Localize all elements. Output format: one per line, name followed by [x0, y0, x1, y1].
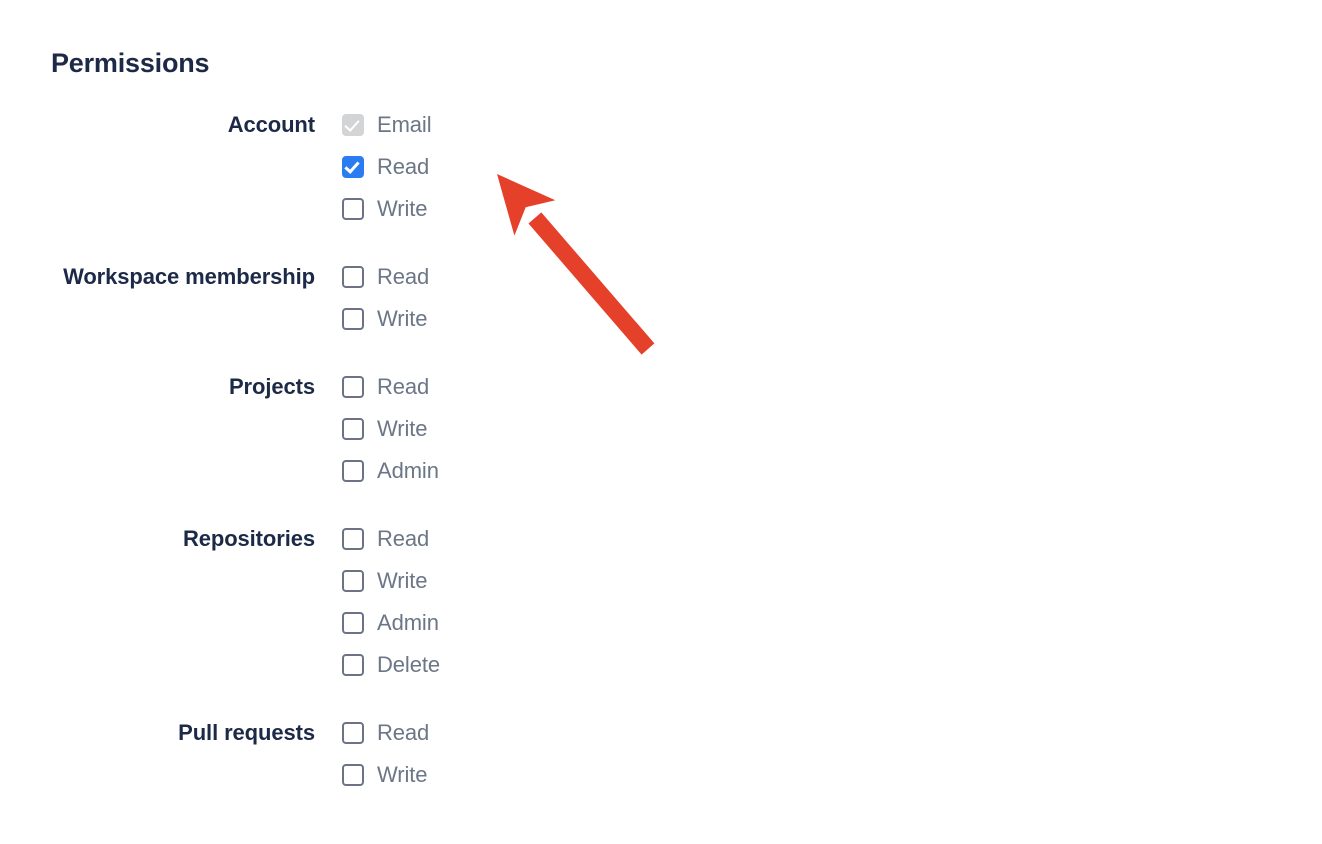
checkbox-row-repositories-read[interactable]: Read	[342, 518, 660, 560]
group-label-runners: Runners	[604, 612, 1322, 654]
checkbox-label-repositories-delete: Delete	[377, 652, 440, 677]
checkbox-label-repositories-write: Write	[377, 568, 428, 593]
checkbox-label-repositories-admin: Admin	[377, 610, 439, 635]
checkbox-account-email-icon	[342, 114, 364, 136]
permissions-column-right: IssuesReadWriteWikisRead and writeSnippe…	[604, 104, 1264, 722]
page-title: Permissions	[51, 48, 210, 78]
group-label-projects: Projects	[228, 374, 315, 399]
checkbox-repositories-write-icon[interactable]	[342, 570, 364, 592]
group-label-snippets: Snippets	[604, 282, 1322, 324]
group-label-pull-requests: Pull requests	[178, 720, 315, 745]
checkbox-label-pull-requests-write: Write	[377, 762, 428, 787]
checkmark-icon	[344, 116, 360, 132]
group-label-wikis: Wikis	[604, 214, 1322, 256]
checkbox-row-projects-write[interactable]: Write	[342, 408, 660, 450]
checkbox-row-projects-read[interactable]: Read	[342, 366, 660, 408]
group-label-repositories: Repositories	[182, 526, 315, 551]
checkbox-row-pull-requests-read[interactable]: Read	[342, 712, 660, 754]
checkbox-workspace-membership-read-icon[interactable]	[342, 266, 364, 288]
checkbox-workspace-membership-write-icon[interactable]	[342, 308, 364, 330]
checkbox-projects-write-icon[interactable]	[342, 418, 364, 440]
permission-group-webhooks: WebhooksRead and write	[604, 392, 1264, 434]
checkbox-label-projects-write: Write	[377, 416, 428, 441]
checkbox-row-workspace-membership-write[interactable]: Write	[342, 298, 660, 340]
checkbox-row-repositories-write[interactable]: Write	[342, 560, 660, 602]
checkbox-label-workspace-membership-read: Read	[377, 264, 430, 289]
checkbox-label-repositories-read: Read	[377, 526, 430, 551]
checkbox-repositories-admin-icon[interactable]	[342, 612, 364, 634]
checkbox-repositories-delete-icon[interactable]	[342, 654, 364, 676]
permission-group-snippets: SnippetsReadWrite	[604, 282, 1264, 366]
group-label-webhooks: Webhooks	[604, 392, 1322, 434]
checkbox-row-account-read[interactable]: Read	[342, 146, 660, 188]
checkbox-row-repositories-delete[interactable]: Delete	[342, 644, 660, 686]
checkbox-repositories-read-icon[interactable]	[342, 528, 364, 550]
checkbox-pull-requests-write-icon[interactable]	[342, 764, 364, 786]
checkbox-row-projects-admin[interactable]: Admin	[342, 450, 660, 492]
group-label-issues: Issues	[604, 104, 1322, 146]
checkbox-row-repositories-admin[interactable]: Admin	[342, 602, 660, 644]
checkbox-label-workspace-membership-write: Write	[377, 306, 428, 331]
checkbox-label-account-email: Email	[377, 112, 432, 137]
checkbox-projects-read-icon[interactable]	[342, 376, 364, 398]
checkbox-row-pull-requests-write[interactable]: Write	[342, 754, 660, 796]
checkbox-label-account-read: Read	[377, 154, 430, 179]
permission-group-wikis: WikisRead and write	[604, 214, 1264, 256]
permission-group-pipelines: PipelinesReadWriteEdit variables	[604, 460, 1264, 586]
group-label-account: Account	[227, 112, 315, 137]
group-label-workspace-membership: Workspace membership	[63, 264, 315, 289]
checkmark-icon	[344, 158, 360, 174]
group-label-pipelines: Pipelines	[604, 460, 1322, 502]
permission-group-issues: IssuesReadWrite	[604, 104, 1264, 188]
permission-group-runners: RunnersReadWrite	[604, 612, 1264, 696]
checkbox-row-account-write[interactable]: Write	[342, 188, 660, 230]
checkbox-label-projects-read: Read	[377, 374, 430, 399]
checkbox-projects-admin-icon[interactable]	[342, 460, 364, 482]
checkbox-label-projects-admin: Admin	[377, 458, 439, 483]
checkbox-row-workspace-membership-read[interactable]: Read	[342, 256, 660, 298]
checkbox-pull-requests-read-icon[interactable]	[342, 722, 364, 744]
checkbox-label-pull-requests-read: Read	[377, 720, 430, 745]
checkbox-label-account-write: Write	[377, 196, 428, 221]
checkbox-row-account-email: Email	[342, 104, 660, 146]
checkbox-account-write-icon[interactable]	[342, 198, 364, 220]
checkbox-account-read-icon[interactable]	[342, 156, 364, 178]
